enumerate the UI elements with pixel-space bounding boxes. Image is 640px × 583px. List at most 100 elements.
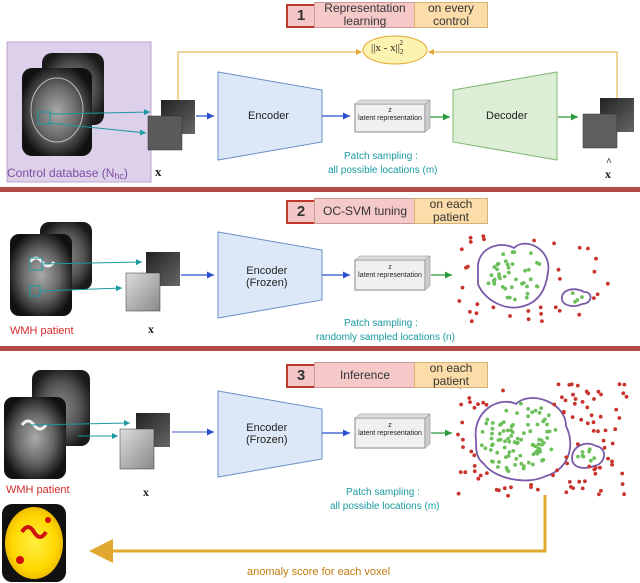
latent-label-3: latent representation (358, 430, 422, 437)
inlier-point (536, 442, 541, 447)
svm-scatter-2 (457, 234, 610, 324)
decoder-label: Decoder (486, 110, 528, 122)
inlier-point (509, 285, 514, 290)
outlier-point (458, 470, 463, 474)
step-2-number: 2 (286, 200, 316, 224)
latent-label-1: latent representation (358, 115, 422, 122)
outlier-point (622, 492, 626, 497)
outlier-point (456, 491, 461, 496)
outlier-point (478, 473, 483, 478)
panel1-output-patch-front (582, 113, 618, 149)
anomaly-map-hotspot-3 (45, 517, 51, 523)
outlier-point (461, 445, 465, 449)
outlier-point (476, 402, 480, 406)
outlier-point (556, 267, 561, 272)
inlier-point (496, 438, 501, 442)
outlier-point (469, 449, 474, 454)
inlier-point (531, 442, 535, 447)
inlier-point (519, 401, 523, 406)
anomaly-score-label: anomaly score for each voxel (247, 566, 391, 578)
inlier-point (522, 431, 526, 435)
outlier-point (591, 420, 596, 425)
outlier-point (621, 391, 626, 396)
outlier-point (557, 308, 562, 313)
panel3-sampling-line2: all possible locations (m) (330, 501, 440, 512)
outlier-point (463, 470, 468, 475)
inlier-point (483, 446, 488, 451)
panel1-patch-front (147, 115, 183, 151)
control-database-label: Control database (Nhc) (7, 166, 128, 181)
outlier-point (610, 462, 614, 467)
outlier-point (536, 487, 540, 492)
outlier-point (552, 241, 556, 246)
latent-var-3: z (388, 422, 392, 429)
outlier-point (561, 410, 566, 415)
inlier-point (581, 454, 586, 459)
panel-divider-1 (0, 187, 640, 192)
inlier-point (580, 295, 584, 299)
inlier-point (489, 273, 494, 278)
outlier-point (610, 459, 614, 464)
outlier-point (580, 400, 585, 404)
inlier-point (553, 428, 558, 432)
outlier-point (601, 438, 606, 443)
encoder-shape-2 (217, 231, 323, 319)
panel1-patch-arrow-top (49, 109, 151, 116)
outlier-point (481, 400, 486, 405)
latent-box-3-side (424, 413, 431, 449)
panel1-sampling-line1: Patch sampling : (344, 151, 418, 162)
outlier-point (551, 473, 555, 478)
outlier-point (494, 487, 499, 492)
outlier-point (509, 485, 513, 490)
outlier-point (539, 312, 543, 316)
inlier-point (533, 408, 538, 413)
outlier-point (572, 401, 577, 406)
inlier-point (480, 443, 484, 448)
latent-box-2-top (354, 255, 431, 261)
step-1-number: 1 (286, 4, 316, 28)
outlier-point (599, 488, 603, 493)
panel2-sampling-line2: randomly sampled locations (n) (316, 332, 455, 343)
outlier-point (459, 247, 464, 252)
outlier-point (469, 319, 474, 324)
encoder-label-1: Encoder (248, 110, 289, 122)
inlier-point (495, 450, 500, 455)
panel1-xhat-label: ^x (605, 157, 612, 181)
anomaly-map-hotspot (20, 525, 48, 539)
inlier-point (542, 417, 547, 422)
inlier-point (540, 458, 545, 463)
outlier-point (532, 238, 536, 243)
outlier-point (564, 490, 569, 495)
loss-formula: ||x - x||22 (371, 39, 404, 56)
inlier-point (531, 452, 536, 457)
inlier-point (519, 437, 523, 442)
anomaly-map (5, 507, 63, 579)
outlier-point (599, 392, 603, 397)
outlier-point (569, 382, 574, 387)
inlier-point (503, 439, 507, 444)
step-3-title: Inference (314, 362, 416, 388)
inlier-point (549, 447, 554, 452)
inlier-point (535, 260, 539, 265)
panel3-patch-front (119, 428, 155, 470)
outlier-point (610, 441, 615, 446)
inlier-point (587, 447, 592, 452)
inlier-point (529, 251, 533, 256)
outlier-point (577, 245, 582, 250)
inlier-point (515, 411, 519, 415)
inlier-point (507, 295, 512, 300)
inlier-point (489, 436, 494, 441)
outlier-point (622, 382, 627, 387)
latent-box-2-side (424, 255, 431, 291)
encoder-shape-1 (217, 71, 323, 161)
outlier-point (571, 392, 575, 397)
outlier-point (558, 277, 562, 281)
inlier-point (510, 262, 515, 266)
inlier-point (506, 469, 511, 474)
latent-box-3 (354, 417, 426, 449)
outlier-point (570, 415, 575, 419)
inlier-point (501, 252, 506, 257)
encoder-label-3: Encoder(Frozen) (246, 422, 288, 446)
outlier-point (586, 246, 590, 251)
step-1-subtitle: on every control (414, 2, 488, 28)
